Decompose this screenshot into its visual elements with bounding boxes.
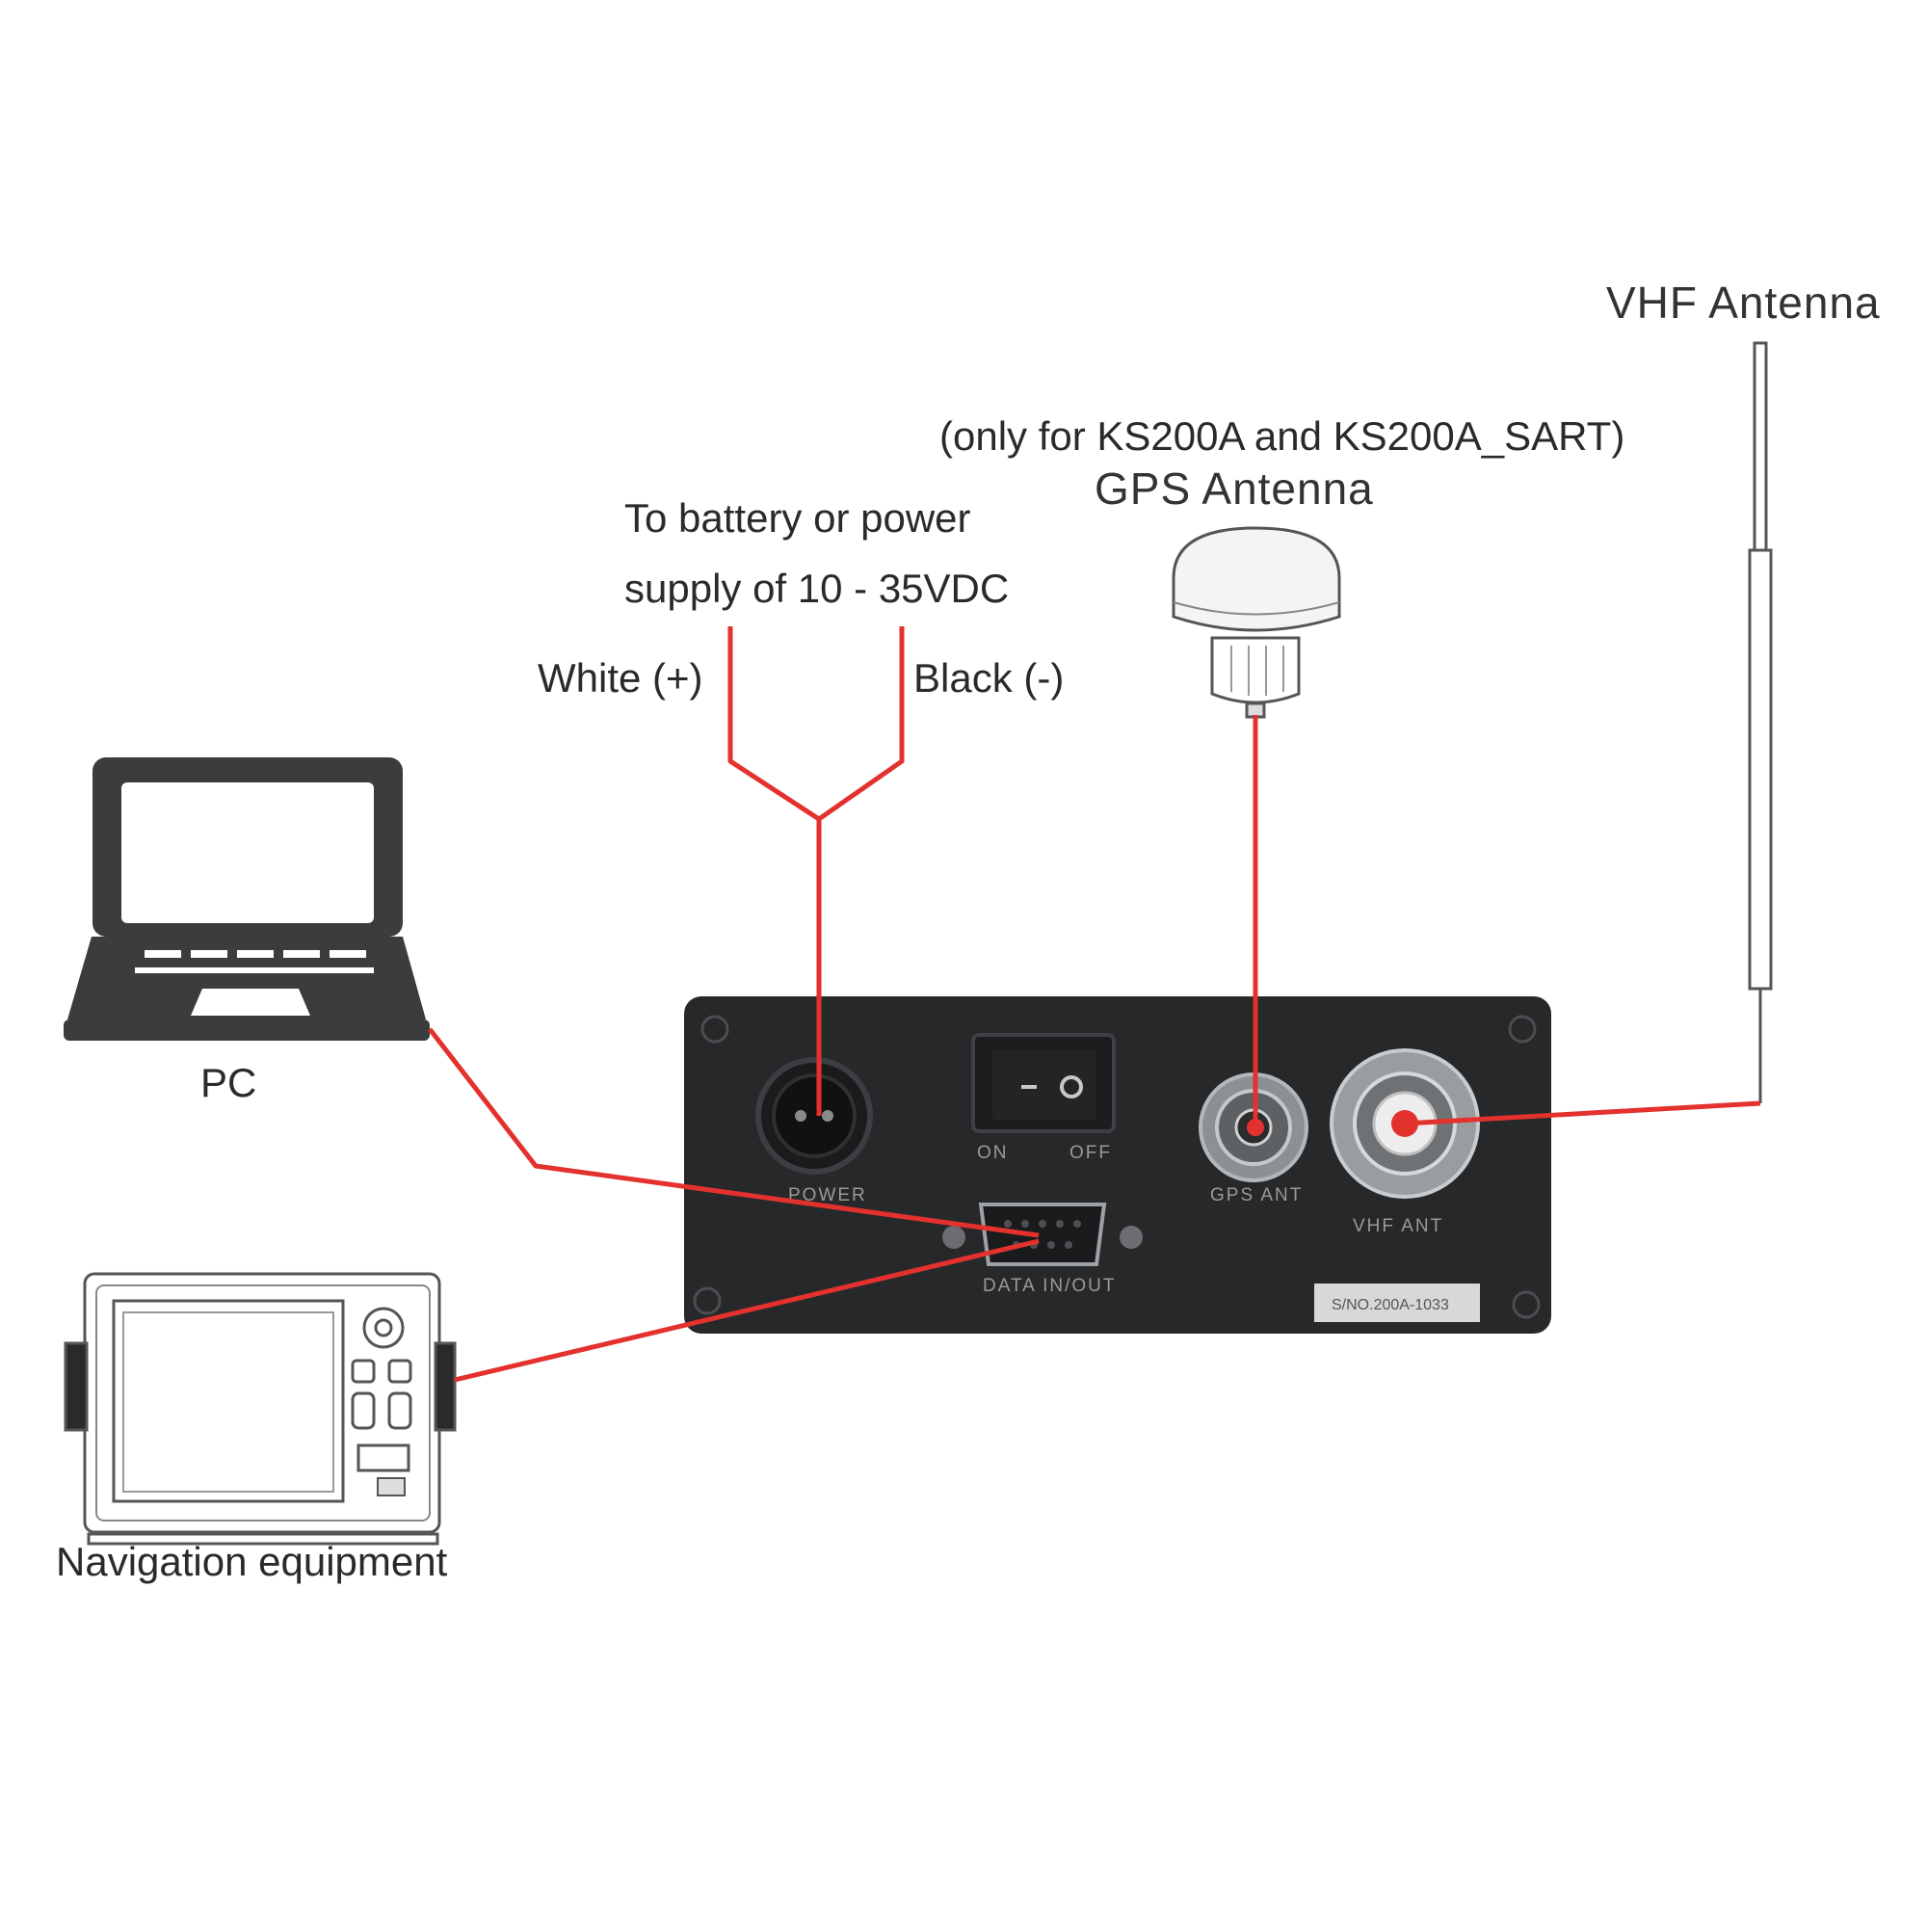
gps-antenna-label: GPS Antenna xyxy=(1095,463,1374,514)
vhf-cable-end xyxy=(1391,1110,1418,1137)
laptop-icon xyxy=(64,757,430,1041)
gps-cable-end xyxy=(1247,1119,1264,1136)
black-wire-label: Black (-) xyxy=(913,655,1064,701)
vhf-ant-connector-label: VHF ANT xyxy=(1353,1216,1443,1236)
power-switch xyxy=(971,1033,1116,1133)
nav-data-cable xyxy=(454,1238,1040,1383)
switch-off-label: OFF xyxy=(1069,1143,1112,1163)
gps-ant-connector-label: GPS ANT xyxy=(1210,1185,1303,1205)
wires xyxy=(428,626,1761,1383)
ais-transponder-icon: POWER ON OFF GPS ANT VHF ANT xyxy=(684,996,1551,1334)
serial-number: S/NO.200A-1033 xyxy=(1332,1297,1449,1313)
power-connector xyxy=(755,1057,873,1175)
serial-sticker xyxy=(1314,1284,1480,1322)
white-wire xyxy=(727,626,822,1116)
switch-on-label: ON xyxy=(977,1143,1009,1163)
data-port-label: DATA IN/OUT xyxy=(983,1276,1116,1296)
vhf-antenna-label: VHF Antenna xyxy=(1606,278,1881,328)
power-connector-label: POWER xyxy=(788,1185,867,1205)
power-label-line2: supply of 10 - 35VDC xyxy=(624,566,1009,611)
gps-note-label: (only for KS200A and KS200A_SART) xyxy=(939,413,1624,459)
black-wire xyxy=(817,626,905,822)
gps-antenna-icon xyxy=(1172,526,1341,719)
power-label-line1: To battery or power xyxy=(624,495,971,541)
white-wire-label: White (+) xyxy=(538,655,703,701)
chart-plotter-icon xyxy=(64,1272,457,1546)
vhf-cable xyxy=(1404,1100,1761,1126)
pc-data-cable xyxy=(428,1027,1040,1238)
vhf-antenna-icon xyxy=(1748,341,1773,1103)
pc-label: PC xyxy=(200,1060,256,1105)
navigation-label: Navigation equipment xyxy=(56,1539,448,1584)
